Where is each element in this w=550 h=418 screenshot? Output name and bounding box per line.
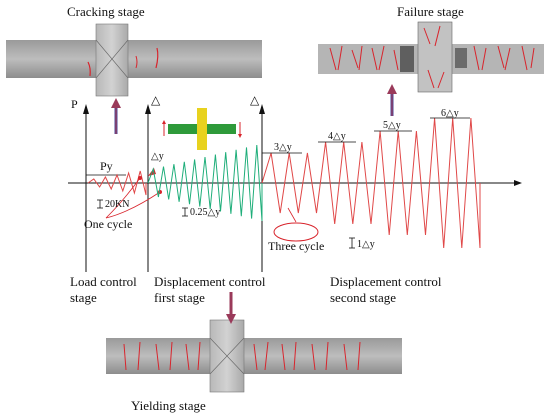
load-control-label-line1: Load control — [70, 274, 137, 289]
load-control-wave — [87, 170, 147, 196]
py-label: Py — [100, 159, 113, 173]
displacement-first-label-line2: first stage — [154, 290, 205, 305]
amplitude-brackets — [262, 117, 470, 154]
amplitude-label-4dy: 4△y — [328, 131, 346, 142]
three-cycle-ellipse — [273, 222, 319, 242]
failure-stage-caption: Failure stage — [397, 4, 464, 19]
failure-stage-photo — [318, 21, 544, 93]
20kn-label: 20KN — [105, 199, 129, 210]
failure-arrow — [387, 84, 397, 116]
quarter-dy-label: 0.25△y — [190, 207, 220, 218]
yielding-stage-caption: Yielding stage — [131, 398, 206, 413]
axis-label-p: P — [71, 97, 78, 111]
cracking-arrow — [111, 98, 121, 134]
amplitude-label-5dy: 5△y — [383, 120, 401, 131]
one-dy-marker — [349, 237, 355, 249]
displacement-first-stage-wave — [147, 144, 263, 222]
yielding-arrow — [226, 292, 236, 324]
specimen-sketch — [162, 108, 242, 150]
yielding-stage-photo — [106, 319, 402, 393]
displacement-second-label-line2: second stage — [330, 290, 396, 305]
axes — [68, 104, 522, 272]
axis-label-delta-2: △ — [250, 93, 260, 107]
displacement-first-label-line1: Displacement control — [154, 274, 266, 289]
three-cycle-label: Three cycle — [268, 239, 324, 253]
cracking-stage-caption: Cracking stage — [67, 4, 145, 19]
three-cycle-pointer — [287, 207, 297, 223]
amplitude-label-3dy: 3△y — [274, 142, 292, 153]
axis-label-delta-1: △ — [151, 93, 161, 107]
amplitude-label-6dy: 6△y — [441, 108, 459, 119]
one-dy-label: 1△y — [357, 239, 375, 250]
one-cycle-label: One cycle — [84, 217, 132, 231]
displacement-second-stage-wave — [261, 117, 481, 249]
cracking-stage-photo — [6, 23, 262, 97]
dy-label: △y — [151, 151, 164, 162]
load-control-label-line2: stage — [70, 290, 97, 305]
quarter-dy-marker — [182, 207, 188, 217]
displacement-second-label-line1: Displacement control — [330, 274, 442, 289]
